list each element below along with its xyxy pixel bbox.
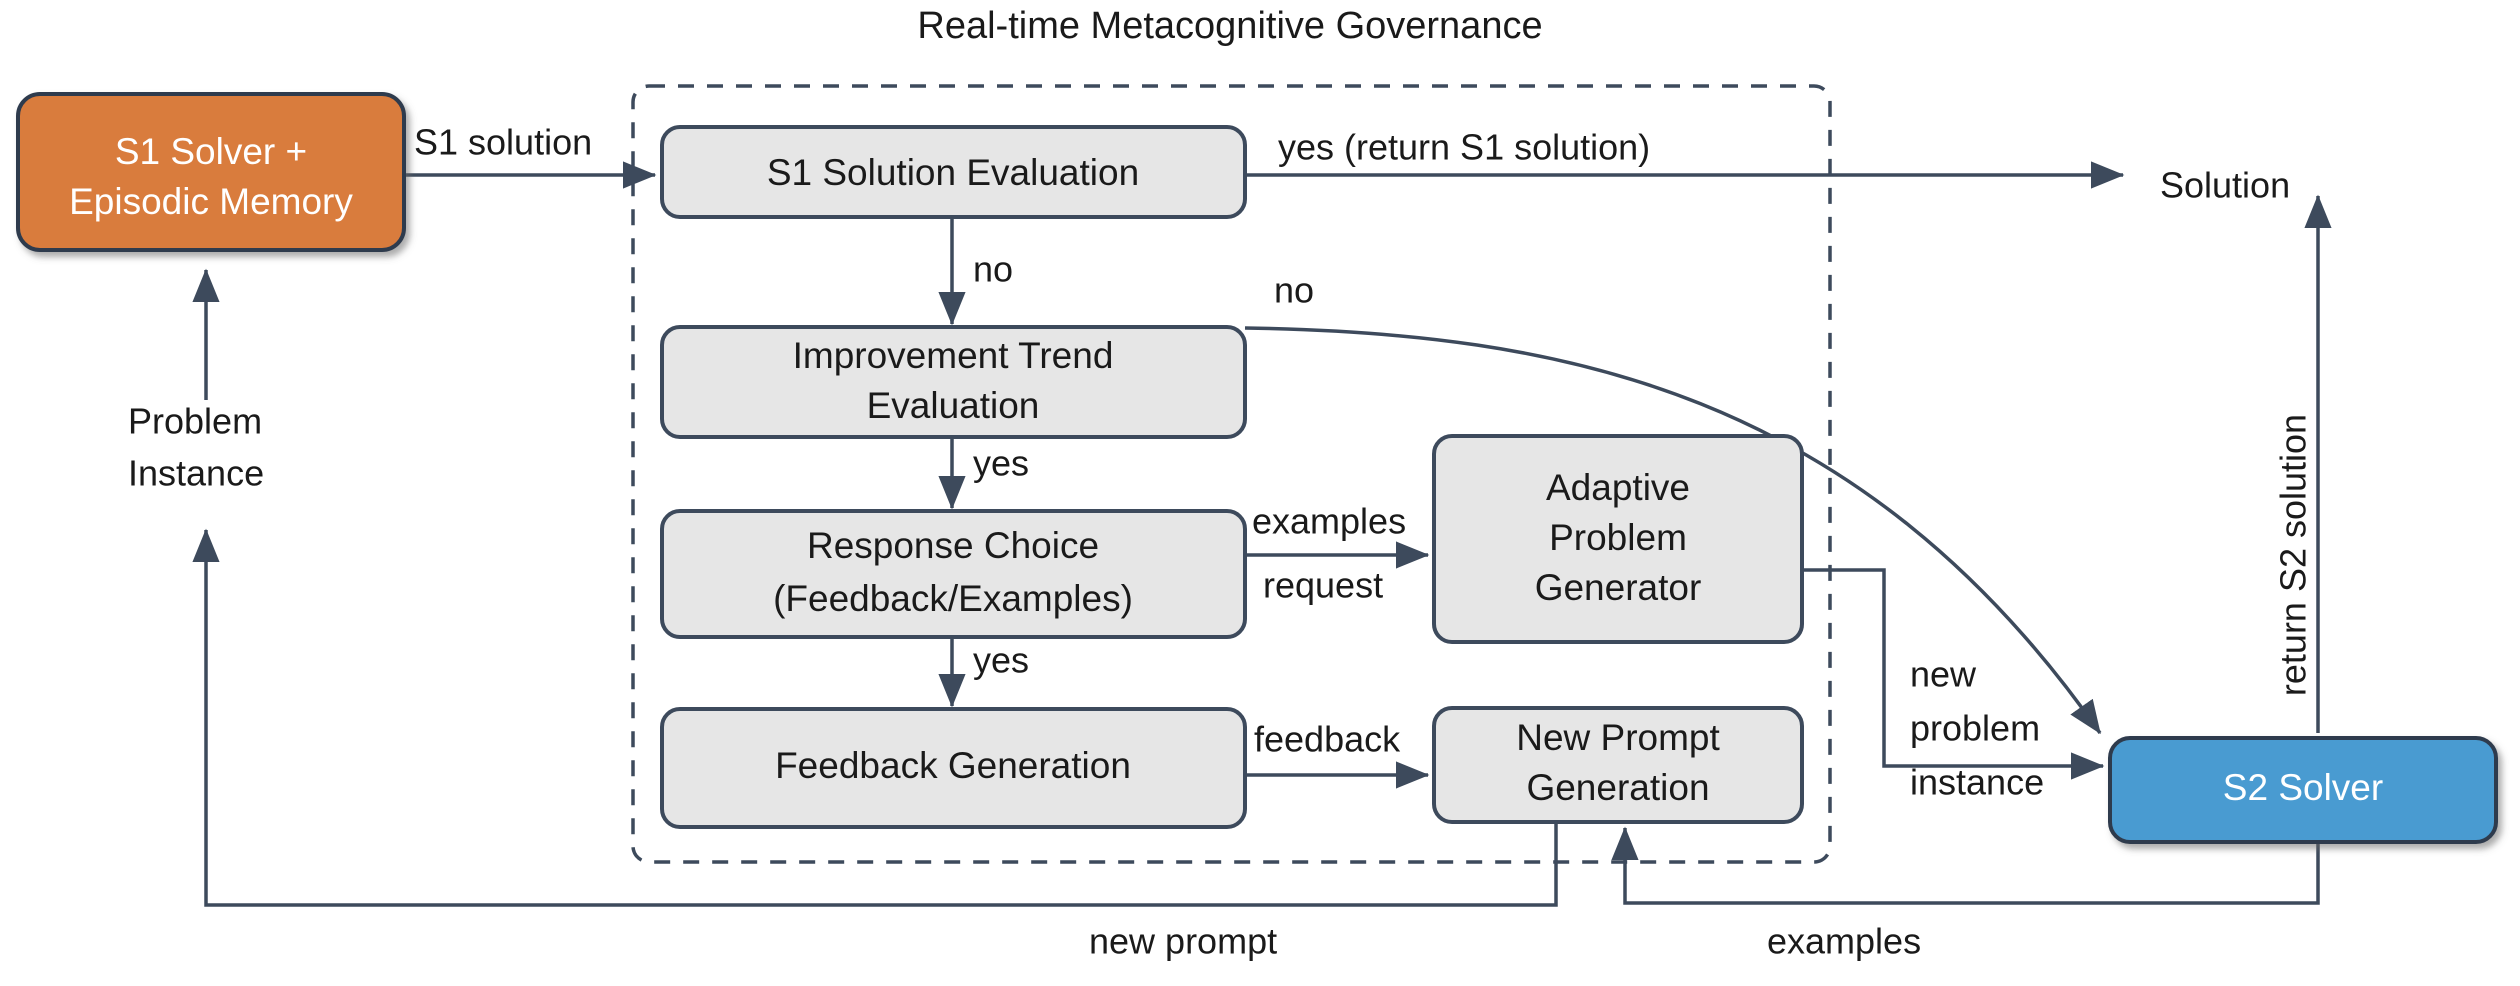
s2-solver-box[interactable] — [2108, 736, 2498, 844]
label-new-problem-line2: problem — [1910, 708, 2040, 749]
label-problem-instance-line2: Instance — [128, 453, 264, 494]
node-s2-solver[interactable]: S2 Solver — [2108, 736, 2498, 844]
adaptive-problem-generator-label-line3: Generator — [1535, 567, 1702, 608]
label-problem-instance-line1: Problem — [128, 401, 262, 442]
node-s1-solution-evaluation[interactable]: S1 Solution Evaluation — [660, 125, 1247, 219]
improvement-trend-evaluation-label-line2: Evaluation — [867, 385, 1040, 426]
new-prompt-generation-label-line2: Generation — [1526, 767, 1709, 808]
response-choice-label-line1: Response Choice — [807, 525, 1099, 566]
response-choice-label-line2: (Feedback/Examples) — [773, 578, 1133, 619]
new-prompt-generation-label-line1: New Prompt — [1516, 717, 1720, 758]
s1-solver-box[interactable] — [16, 92, 406, 252]
label-feedback: feedback — [1254, 719, 1401, 760]
node-feedback-generation[interactable]: Feedback Generation — [660, 707, 1247, 829]
label-s1-solution: S1 solution — [414, 122, 592, 163]
improvement-trend-evaluation-label-line1: Improvement Trend — [793, 335, 1114, 376]
adaptive-problem-generator-label-line1: Adaptive — [1546, 467, 1690, 508]
label-new-prompt: new prompt — [1089, 921, 1277, 962]
label-return-s2-solution: return S2 solution — [2273, 414, 2314, 696]
label-request: request — [1263, 565, 1383, 606]
feedback-generation-label: Feedback Generation — [775, 745, 1131, 786]
s1-solution-evaluation-label: S1 Solution Evaluation — [767, 152, 1139, 193]
s1-solution-evaluation-box[interactable] — [660, 125, 1247, 219]
node-new-prompt-generation[interactable]: New Prompt Generation — [1432, 706, 1804, 824]
s1-solver-label-line1: S1 Solver + — [115, 131, 307, 172]
terminal-solution: Solution — [2160, 165, 2290, 206]
improvement-trend-evaluation-box[interactable] — [660, 325, 1247, 439]
diagram-title: Real-time Metacognitive Governance — [917, 5, 1542, 47]
label-yes-trend: yes — [973, 443, 1029, 484]
response-choice-box[interactable] — [660, 509, 1247, 639]
node-response-choice[interactable]: Response Choice (Feedback/Examples) — [660, 509, 1247, 639]
edge-new-prompt — [192, 528, 1558, 907]
new-prompt-generation-box[interactable] — [1432, 706, 1804, 824]
node-adaptive-problem-generator[interactable]: Adaptive Problem Generator — [1432, 434, 1804, 644]
adaptive-problem-generator-label-line2: Problem — [1549, 517, 1687, 558]
s2-solver-label: S2 Solver — [2223, 767, 2383, 808]
adaptive-problem-generator-box[interactable] — [1432, 434, 1804, 644]
label-examples-bottom: examples — [1767, 921, 1921, 962]
node-improvement-trend-evaluation[interactable]: Improvement Trend Evaluation — [660, 325, 1247, 439]
label-yes-choice: yes — [973, 640, 1029, 681]
label-no-eval: no — [973, 249, 1013, 290]
edge-examples-bottom — [1611, 825, 2320, 905]
label-examples: examples — [1252, 501, 1406, 542]
label-no-trend: no — [1274, 270, 1314, 311]
node-s1-solver[interactable]: S1 Solver + Episodic Memory — [16, 92, 406, 252]
label-new-problem-line3: instance — [1910, 762, 2044, 803]
feedback-generation-box[interactable] — [660, 707, 1247, 829]
edge-no-to-s2-solver — [1244, 326, 2102, 735]
edge-new-problem-instance — [1802, 568, 2105, 780]
label-new-problem-line1: new — [1910, 654, 1977, 695]
s1-solver-label-line2: Episodic Memory — [69, 181, 353, 222]
label-yes-return-s1-solution: yes (return S1 solution) — [1278, 127, 1650, 168]
metacognitive-governance-group — [631, 84, 1832, 864]
